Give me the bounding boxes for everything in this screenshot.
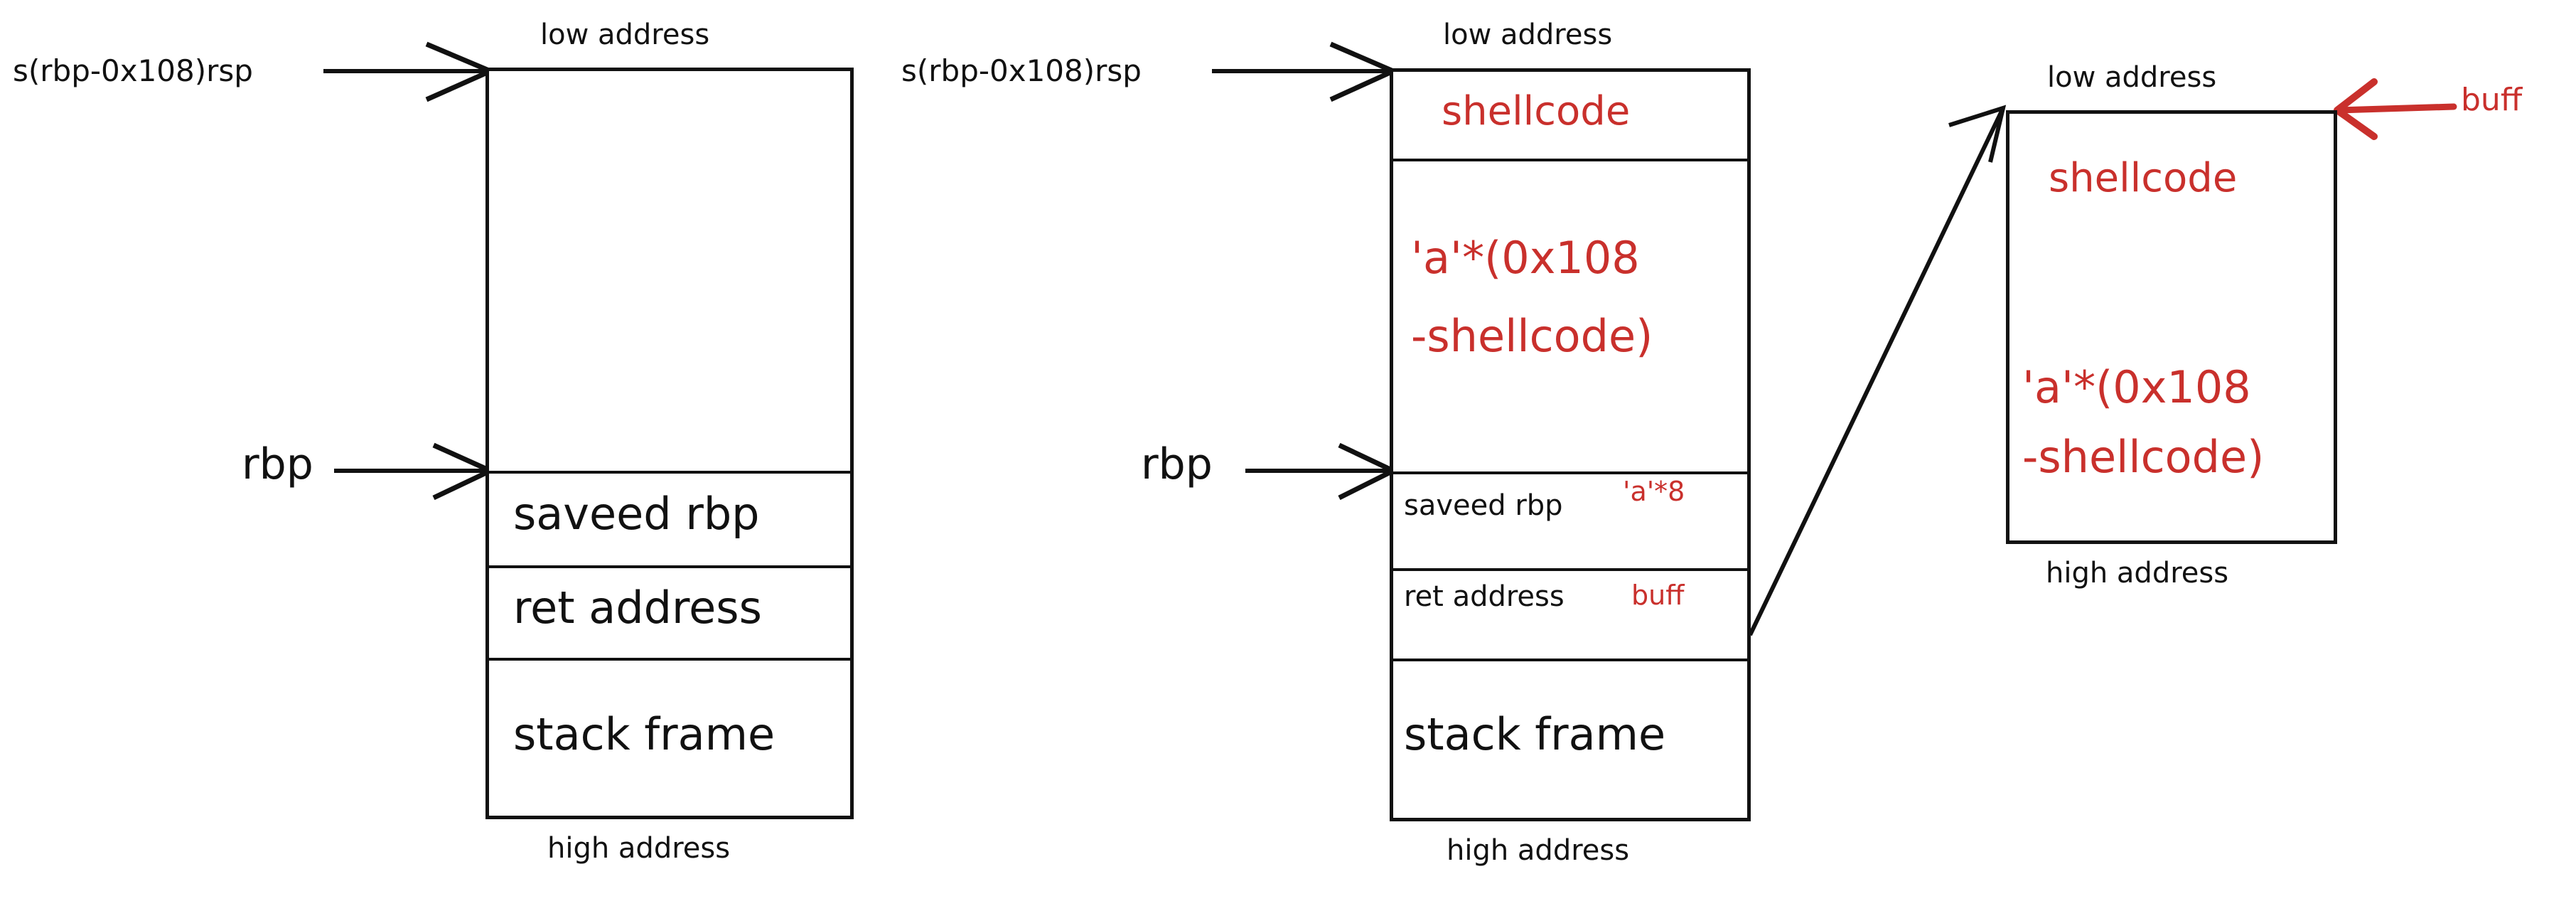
panel1-cell-saved-rbp: saveed rbp [513,488,760,540]
panel1-rbp-arrow [334,442,497,501]
panel1-stack-box [485,68,854,819]
panel2-stack-box [1390,68,1751,821]
panel3-padding-annotation-line2: -shellcode) [2022,431,2265,483]
panel1-divider-frame [489,658,850,661]
panel2-divider-rbp [1393,471,1747,474]
panel2-rsp-label: s(rbp-0x108)rsp [901,53,1142,88]
panel1-rbp-label: rbp [242,439,313,489]
panel1-high-address-label: high address [547,832,731,865]
panel3-shellcode-annotation: shellcode [2049,155,2238,201]
panel2-saved-rbp-annotation: 'a'*8 [1623,476,1685,507]
ret-to-buffer-arrow [1748,105,2007,636]
panel1-divider-rbp [489,471,850,474]
panel2-divider-ret [1393,568,1747,571]
panel1-divider-ret [489,565,850,568]
panel3-padding-annotation-line1: 'a'*(0x108 [2022,361,2251,413]
panel2-cell-saved-rbp: saveed rbp [1404,489,1563,522]
buff-arrow [2334,78,2457,140]
panel2-divider-frame [1393,659,1747,661]
panel2-high-address-label: high address [1447,834,1630,867]
panel2-padding-annotation-line1: 'a'*(0x108 [1411,232,1640,284]
panel3-high-address-label: high address [2046,557,2229,590]
panel2-padding-annotation-line2: -shellcode) [1411,310,1653,362]
panel2-rbp-arrow [1245,442,1399,501]
panel2-ret-address-annotation: buff [1631,580,1685,611]
panel1-rsp-label: s(rbp-0x108)rsp [13,53,253,88]
panel2-rsp-arrow [1212,41,1400,102]
panel1-cell-ret-address: ret address [513,582,762,634]
panel3-buff-label: buff [2461,82,2523,118]
panel3-low-address-label: low address [2047,61,2217,94]
panel2-cell-ret-address: ret address [1404,580,1565,613]
panel3-buffer-box [2006,110,2337,544]
panel1-low-address-label: low address [540,18,710,51]
panel1-cell-stack-frame: stack frame [513,708,776,760]
panel2-shellcode-annotation: shellcode [1442,88,1631,134]
panel2-divider-shellcode [1393,159,1747,161]
panel2-cell-stack-frame: stack frame [1404,708,1666,760]
panel1-rsp-arrow [323,41,497,102]
panel2-low-address-label: low address [1443,18,1613,51]
panel2-rbp-label: rbp [1141,439,1213,489]
